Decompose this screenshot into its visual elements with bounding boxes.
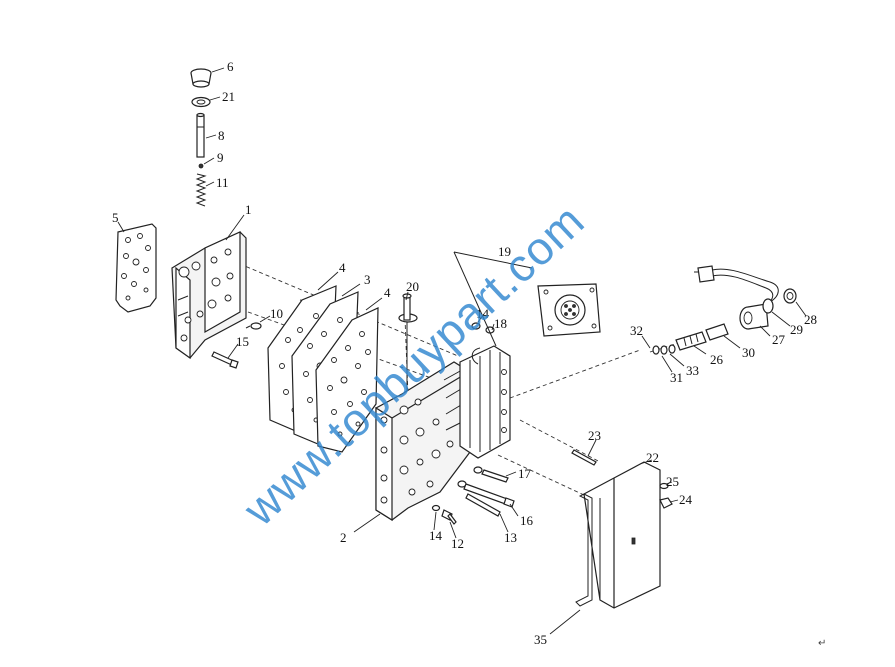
callout-25: 25 [666, 474, 679, 489]
part-washer-25 [659, 482, 669, 490]
callout-14-lower: 14 [429, 528, 443, 543]
callout-9: 9 [217, 150, 224, 165]
callout-35: 35 [534, 632, 547, 647]
part-upper-valve-body [171, 231, 247, 360]
part-sensor-26 [675, 331, 707, 351]
part-connector-plate [453, 251, 601, 347]
part-solenoid-27 [739, 303, 769, 330]
callout-33: 33 [686, 363, 699, 378]
paragraph-mark: ↵ [818, 638, 826, 649]
callout-1: 1 [245, 202, 252, 217]
callout-4-b: 4 [384, 285, 391, 300]
part-main-valve-body [375, 361, 471, 522]
part-bracket [575, 493, 593, 607]
part-o-rings-31-33 [652, 344, 676, 355]
part-bolt-15 [211, 351, 239, 369]
callout-5: 5 [112, 210, 119, 225]
part-adapter-30 [705, 323, 729, 341]
callout-18: 18 [494, 316, 507, 331]
part-cap-28 [783, 288, 797, 304]
part-solenoid-group [459, 345, 511, 459]
part-bolt-12 [441, 509, 457, 525]
part-harness [694, 265, 779, 305]
part-bolt-16 [457, 480, 515, 508]
callout-22: 22 [646, 450, 659, 465]
callout-27: 27 [772, 332, 786, 347]
callout-4-a: 4 [339, 260, 346, 275]
callout-labels: 6 21 8 9 11 1 5 10 15 4 3 4 20 14 18 19 … [112, 59, 817, 647]
part-pin [196, 112, 205, 158]
part-gasket-plate-left [115, 223, 157, 313]
callout-19: 19 [498, 244, 511, 259]
callout-8: 8 [218, 128, 225, 143]
callout-31: 31 [670, 370, 683, 385]
leader-lines [117, 67, 807, 635]
part-ball [198, 163, 204, 169]
part-plug [190, 68, 212, 88]
callout-26: 26 [710, 352, 724, 367]
part-gasket-b [315, 307, 379, 453]
callout-29: 29 [790, 322, 803, 337]
part-ring-29 [762, 298, 774, 314]
part-fitting-10 [245, 322, 262, 330]
callout-20: 20 [406, 279, 419, 294]
part-spring [195, 173, 207, 207]
callout-13: 13 [504, 530, 517, 545]
part-washer [191, 96, 211, 108]
part-bolt-17 [473, 466, 509, 483]
callout-10: 10 [270, 306, 283, 321]
callout-6: 6 [227, 59, 234, 74]
part-cover [583, 461, 661, 609]
callout-32: 32 [630, 323, 643, 338]
callout-14-upper: 14 [476, 306, 490, 321]
callout-12: 12 [451, 536, 464, 551]
callout-28: 28 [804, 312, 817, 327]
part-bolt-20 [398, 293, 418, 392]
callout-15: 15 [236, 334, 249, 349]
callout-30: 30 [742, 345, 755, 360]
part-stud-23 [571, 449, 597, 466]
part-washer-14 [431, 504, 441, 512]
callout-23: 23 [588, 428, 601, 443]
part-bolt-13 [465, 493, 501, 517]
callout-16: 16 [520, 513, 534, 528]
callout-3: 3 [364, 272, 371, 287]
callout-21: 21 [222, 89, 235, 104]
part-nut-24 [659, 497, 673, 509]
callout-17: 17 [518, 466, 532, 481]
callout-24: 24 [679, 492, 693, 507]
callout-11: 11 [216, 175, 229, 190]
callout-2: 2 [340, 530, 347, 545]
